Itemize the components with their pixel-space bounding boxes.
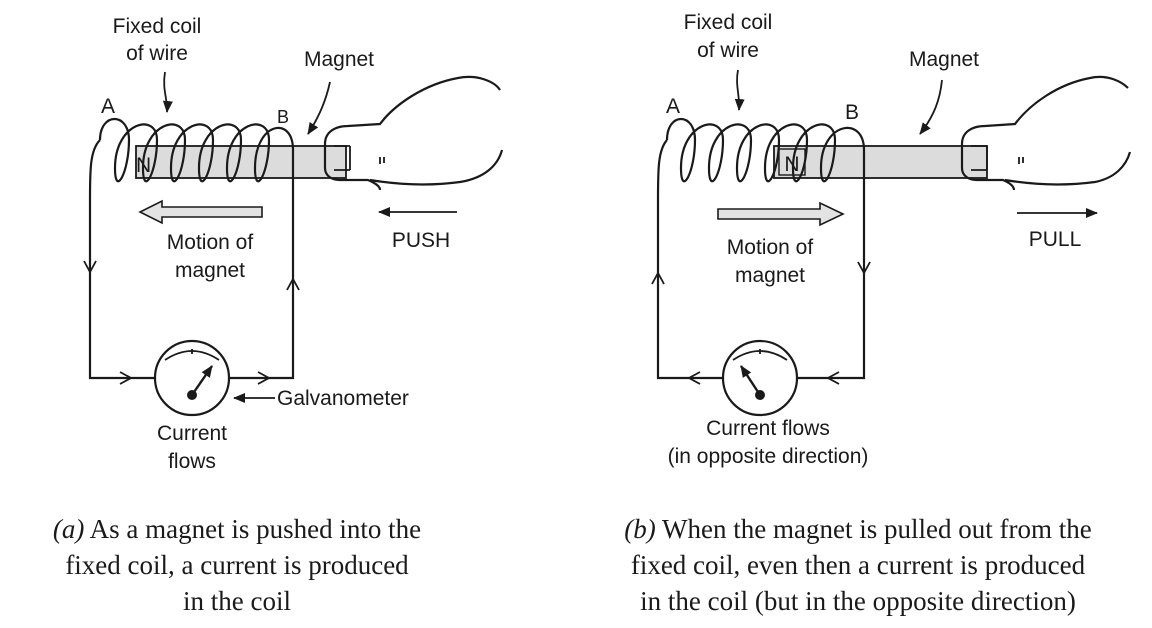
thumbnail-a: [334, 145, 351, 171]
pull-label: PULL: [1029, 228, 1082, 251]
current-arrow-a-bottom-left: [119, 371, 133, 385]
end-b-label-b: B: [845, 101, 859, 124]
coil-label-a-line2: of wire: [126, 42, 188, 65]
coil-leader-a: [162, 71, 173, 113]
motion-arrow-a: [138, 199, 263, 225]
current-label-a-line1: Current: [157, 422, 227, 445]
current-arrow-b-bottom-left: [687, 371, 701, 385]
current-arrow-b-bottom-right: [826, 371, 840, 385]
current-arrow-a-up: [286, 277, 300, 291]
panel-b: N Fixed coil of wire Magnet A B Motion o…: [624, 11, 1132, 616]
end-a-label-a: A: [101, 95, 115, 118]
hand-b: [960, 75, 1132, 191]
magnet-label-a: Magnet: [304, 48, 374, 71]
caption-a-line3: in the coil: [183, 586, 291, 616]
magnet-leader-a: [307, 81, 331, 135]
knuckle-b: [1018, 157, 1024, 164]
motion-label-a-line1: Motion of: [167, 231, 254, 254]
circuit-wire-a-right: [229, 178, 295, 380]
current-arrow-b-down: [857, 261, 871, 275]
panel-a: N Fixed coil of wire Magnet A B Motion o…: [53, 15, 504, 616]
hand-a: [323, 75, 504, 191]
circuit-wire-b-left: [656, 139, 722, 380]
current-arrow-a-down: [83, 260, 97, 274]
current-label-a-line2: flows: [168, 450, 216, 473]
current-label-b-line1: Current flows: [706, 417, 830, 440]
current-label-b-line2: (in opposite direction): [668, 445, 869, 468]
caption-b-line1: (b) When the magnet is pulled out from t…: [624, 514, 1091, 544]
coil-a: [98, 117, 295, 183]
motion-label-b-line2: magnet: [735, 264, 805, 287]
coil-b: [665, 117, 866, 183]
caption-b-line2: fixed coil, even then a current is produ…: [631, 550, 1086, 580]
circuit-wire-b-right: [798, 178, 866, 380]
caption-a-line1: (a) As a magnet is pushed into the: [53, 514, 421, 544]
coil-leader-b: [734, 69, 745, 111]
caption-b-line3: in the coil (but in the opposite directi…: [640, 586, 1076, 616]
magnet-leader-b: [919, 79, 943, 135]
end-b-label-a: B: [277, 107, 289, 127]
current-arrow-b-up: [651, 271, 665, 285]
galvanometer-needle-a: [191, 365, 213, 396]
current-arrow-a-bottom-right: [257, 371, 271, 385]
push-label: PUSH: [392, 229, 450, 252]
galvanometer-pivot-b: [755, 390, 765, 400]
coil-label-b-line1: Fixed coil: [684, 11, 773, 34]
coil-label-a-line1: Fixed coil: [113, 15, 202, 38]
galvanometer-a: [153, 339, 231, 417]
motion-arrow-b: [717, 201, 845, 227]
magnet-label-b: Magnet: [909, 48, 979, 71]
galvanometer-needle-b: [739, 365, 762, 396]
galvanometer-b: [721, 339, 799, 417]
motion-label-a-line2: magnet: [175, 259, 245, 282]
galvanometer-pivot-a: [187, 390, 197, 400]
end-a-label-b: A: [666, 95, 680, 118]
galvanometer-label: Galvanometer: [277, 387, 409, 410]
thumbnail-b: [971, 145, 988, 171]
caption-a-line2: fixed coil, a current is produced: [65, 550, 409, 580]
knuckle-a: [379, 157, 385, 164]
coil-label-b-line2: of wire: [697, 39, 759, 62]
motion-label-b-line1: Motion of: [727, 236, 814, 259]
circuit-wire-a-left: [88, 139, 155, 380]
